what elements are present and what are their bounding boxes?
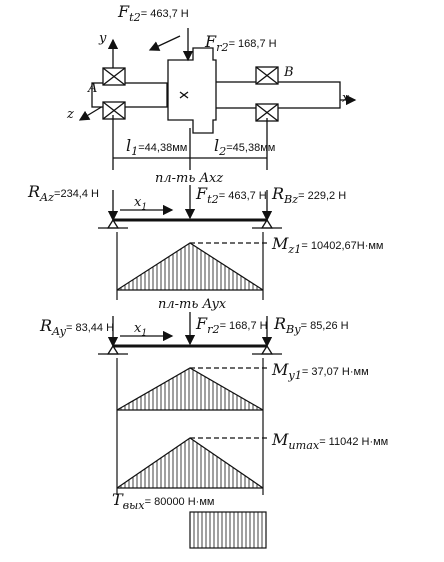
bearing-b xyxy=(255,66,279,122)
moment-diagram-mumax xyxy=(116,420,270,495)
ft2-arrow xyxy=(148,35,181,51)
x1-xz-label: x1 xyxy=(134,195,148,213)
x-axis-label: x xyxy=(342,91,350,106)
beam-xz xyxy=(98,185,282,229)
plane-xz-title: пл-ть Axz xyxy=(155,171,224,186)
torque-diagram xyxy=(189,511,267,549)
raz-label: RAz=234,4 Н xyxy=(28,182,99,205)
beam-xy xyxy=(98,312,282,355)
ray-label: RAy= 83,44 Н xyxy=(40,316,115,339)
plane-xy-title: пл-ть Ayx xyxy=(158,297,227,312)
shaft-sketch xyxy=(78,28,357,170)
support-a-label: A xyxy=(88,81,98,96)
moment-diagram-mz xyxy=(116,232,270,300)
mz1-label: Mz1= 10402,67Н·мм xyxy=(272,234,384,257)
gear-hub xyxy=(167,47,217,134)
ft2-label: Ft2= 463,7 Н xyxy=(118,2,189,25)
ft2-xz-label: Ft2= 463,7 Н xyxy=(196,184,267,207)
moment-diagram-my xyxy=(116,358,270,420)
l1-label: l1=44,38мм xyxy=(126,136,188,159)
bearing-a xyxy=(102,67,126,120)
my1-label: My1= 37,07 Н·мм xyxy=(272,360,369,383)
rby-label: RBy= 85,26 Н xyxy=(274,314,349,337)
z-axis-label: z xyxy=(67,107,74,122)
fr2-xy-label: Fr2= 168,7 Н xyxy=(196,314,268,337)
x1-xy-label: x1 xyxy=(134,321,148,339)
y-axis-label: y xyxy=(99,31,107,46)
support-b-label: B xyxy=(284,65,294,80)
torque-label: Tвых= 80000 Н·мм xyxy=(112,490,215,513)
fr2-label: Fr2= 168,7 Н xyxy=(205,32,277,55)
rbz-label: RBz= 229,2 Н xyxy=(272,184,347,207)
l2-label: l2=45,38мм xyxy=(214,136,276,159)
mumax-label: Mumax= 11042 Н·мм xyxy=(272,430,389,453)
